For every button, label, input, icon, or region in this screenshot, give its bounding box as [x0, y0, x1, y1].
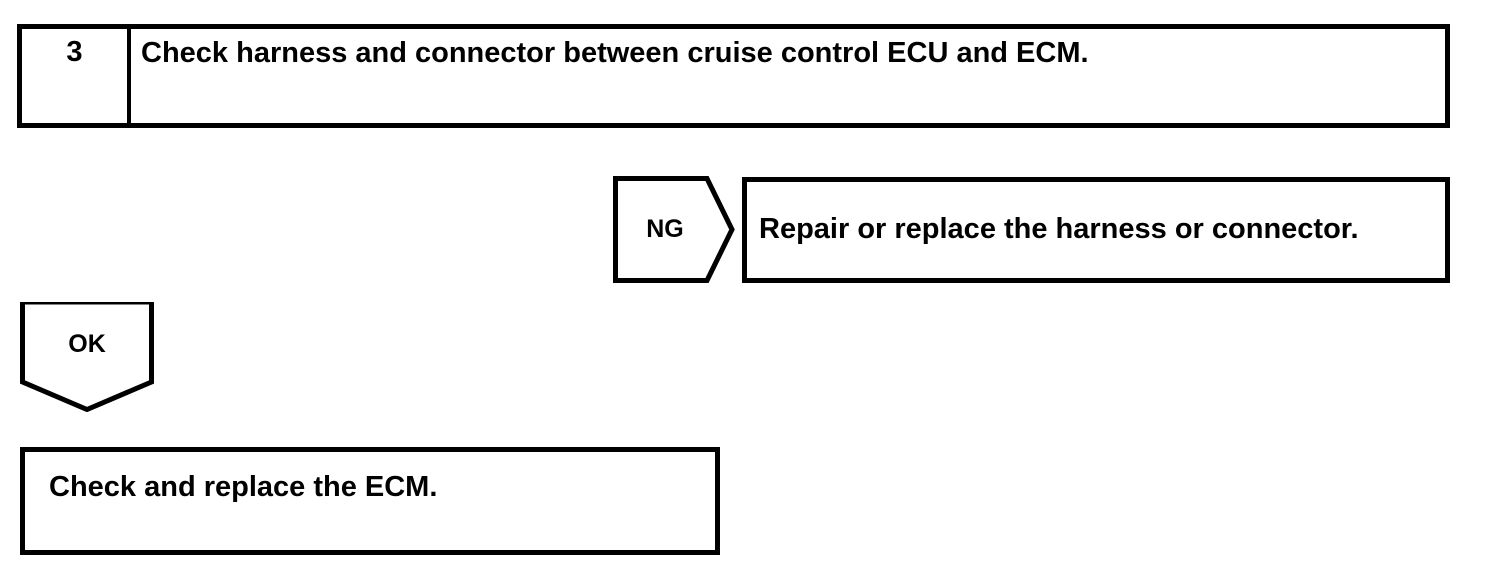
ok-action-text: Check and replace the ECM.	[49, 471, 438, 503]
ng-action-box: Repair or replace the harness or connect…	[742, 177, 1450, 283]
step-instruction: Check harness and connector between crui…	[141, 37, 1089, 69]
step-instruction-cell: Check harness and connector between crui…	[131, 29, 1445, 123]
step-row: 3 Check harness and connector between cr…	[17, 24, 1450, 128]
ok-action-box: Check and replace the ECM.	[20, 447, 720, 555]
ng-arrow-icon	[613, 176, 735, 283]
ng-action-text: Repair or replace the harness or connect…	[759, 213, 1359, 246]
ok-arrow-icon	[20, 302, 154, 412]
step-number: 3	[66, 36, 83, 68]
step-number-cell: 3	[22, 29, 131, 123]
